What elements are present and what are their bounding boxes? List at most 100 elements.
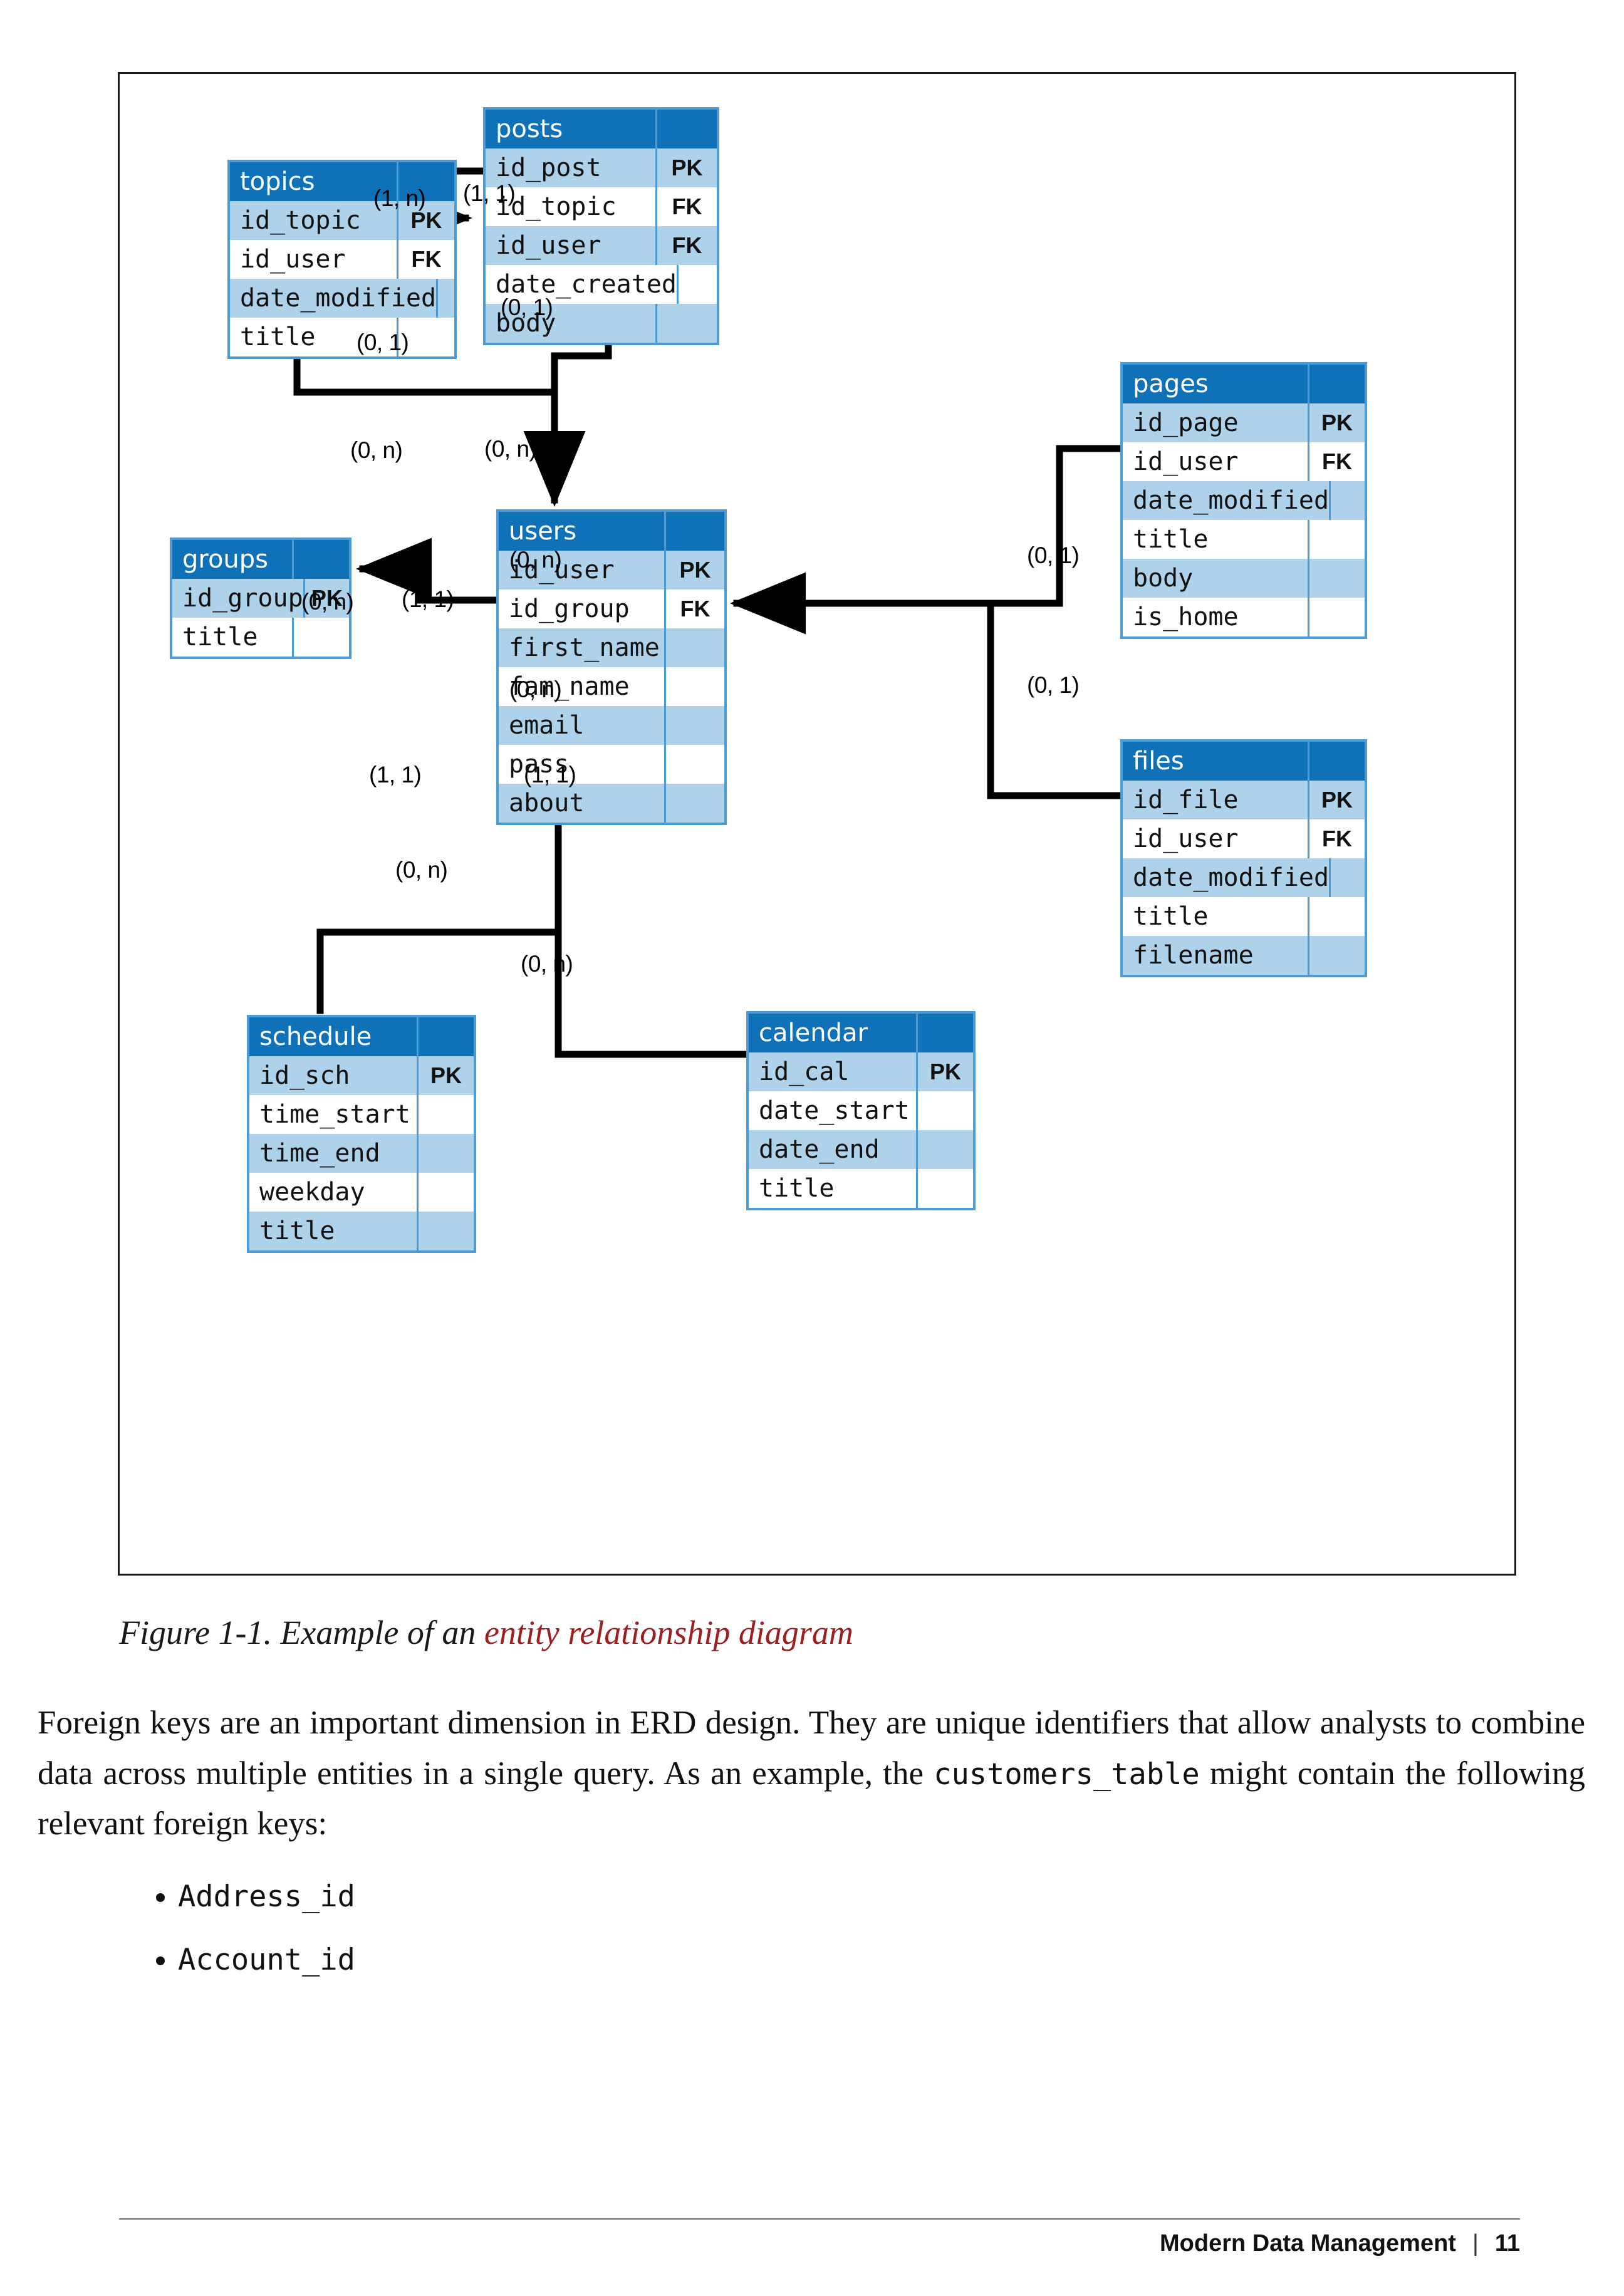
entity-field-row[interactable]: title [230, 318, 454, 356]
entity-name-calendar: calendar [759, 1019, 868, 1047]
entity-header-posts: posts [486, 110, 717, 148]
field-name-title: title [1133, 525, 1209, 554]
entity-field-row[interactable]: about [499, 784, 724, 823]
entity-field-row[interactable]: date_modified [1123, 858, 1365, 897]
field-name-date_start: date_start [759, 1096, 910, 1125]
foreign-key-ul: Address_idAccount_id [144, 1879, 1021, 1977]
entity-field-row[interactable]: body [486, 304, 717, 343]
entity-field-row[interactable]: title [1123, 520, 1365, 559]
field-name-time_start: time_start [259, 1100, 410, 1129]
key-cell-empty [1308, 559, 1365, 598]
key-cell-empty [664, 667, 724, 706]
entity-header-groups: groups [172, 540, 349, 579]
entity-field-row[interactable]: date_created [486, 265, 717, 304]
key-cell-empty [664, 706, 724, 745]
foreign-key-list: Address_idAccount_id [144, 1879, 1021, 2006]
entity-field-row[interactable]: date_end [749, 1130, 973, 1169]
cardinality-label-files-to-users-0-n: (0, n) [509, 677, 562, 702]
entity-field-row[interactable]: is_home [1123, 598, 1365, 636]
key-cell-empty [417, 1173, 474, 1212]
key-cell-empty [676, 265, 717, 304]
cardinality-label-posts-to-topics-n: (1, n) [373, 185, 426, 211]
key-cell-empty [664, 784, 724, 823]
entity-name-groups: groups [182, 545, 269, 574]
field-name-id_user: id_user [496, 231, 601, 260]
cardinality-label-groups-to-users-0-n: (0, n) [301, 589, 354, 615]
field-name-id_page: id_page [1133, 408, 1239, 437]
field-name-title: title [182, 623, 258, 652]
entity-field-row[interactable]: date_modified [1123, 481, 1365, 520]
entity-field-row[interactable]: weekday [249, 1173, 474, 1212]
key-cell-empty [417, 1134, 474, 1173]
entity-name-files: files [1133, 747, 1184, 776]
entity-key-header-posts [655, 110, 717, 148]
key-cell-empty [292, 618, 349, 657]
entity-key-header-users [664, 512, 724, 551]
paragraph-text-tail: might contain the following relevant for… [38, 1755, 1585, 1842]
field-name-about: about [509, 789, 585, 818]
entity-key-header-calendar [916, 1014, 973, 1052]
field-name-body: body [496, 309, 556, 338]
cardinality-label-pages-to-users-0-n: (0, n) [509, 547, 562, 573]
key-cell-empty [397, 318, 454, 356]
field-name-id_topic: id_topic [240, 206, 361, 235]
key-cell-empty [1308, 520, 1365, 559]
entity-field-row[interactable]: time_start [249, 1095, 474, 1134]
entity-field-row[interactable]: email [499, 706, 724, 745]
footer-separator: | [1472, 2230, 1479, 2257]
entity-field-row[interactable]: body [1123, 559, 1365, 598]
field-name-id_user: id_user [1133, 824, 1239, 853]
field-name-title: title [1133, 902, 1209, 931]
entity-field-row[interactable]: first_name [499, 628, 724, 667]
field-name-date_modified: date_modified [1133, 486, 1330, 515]
key-cell-empty [664, 628, 724, 667]
cardinality-label-posts-to-topics-1: (1, 1) [463, 180, 516, 206]
footer-book-title: Modern Data Management [1159, 2230, 1456, 2257]
key-cell-empty [916, 1091, 973, 1130]
key-cell-empty [1308, 936, 1365, 975]
entity-field-row[interactable]: filename [1123, 936, 1365, 975]
entity-name-schedule: schedule [259, 1022, 372, 1051]
field-name-body: body [1133, 564, 1194, 593]
cardinality-label-calendar-to-users-1-1: (1, 1) [524, 762, 576, 787]
key-cell-empty [916, 1130, 973, 1169]
entity-field-row[interactable]: title [172, 618, 349, 657]
entity-field-row[interactable]: fam_name [499, 667, 724, 706]
entity-field-row[interactable]: date_start [749, 1091, 973, 1130]
entity-field-row[interactable]: title [249, 1212, 474, 1250]
cardinality-label-topics-to-users-0-1: (0, 1) [357, 330, 409, 355]
key-cell-empty [417, 1212, 474, 1250]
field-name-weekday: weekday [259, 1178, 365, 1207]
cardinality-label-groups-to-users-1-1: (1, 1) [402, 586, 454, 612]
entity-name-users: users [509, 517, 577, 546]
entity-field-row[interactable]: title [1123, 897, 1365, 936]
entity-name-posts: posts [496, 115, 563, 143]
entity-field-row[interactable]: title [749, 1169, 973, 1208]
entity-field-row[interactable]: time_end [249, 1134, 474, 1173]
entity-header-files: files [1123, 742, 1365, 781]
caption-prefix: Figure 1-1. Example of an [119, 1614, 484, 1651]
entity-field-row[interactable]: date_modified [230, 279, 454, 318]
field-name-first_name: first_name [509, 633, 660, 662]
entity-name-pages: pages [1133, 370, 1209, 398]
